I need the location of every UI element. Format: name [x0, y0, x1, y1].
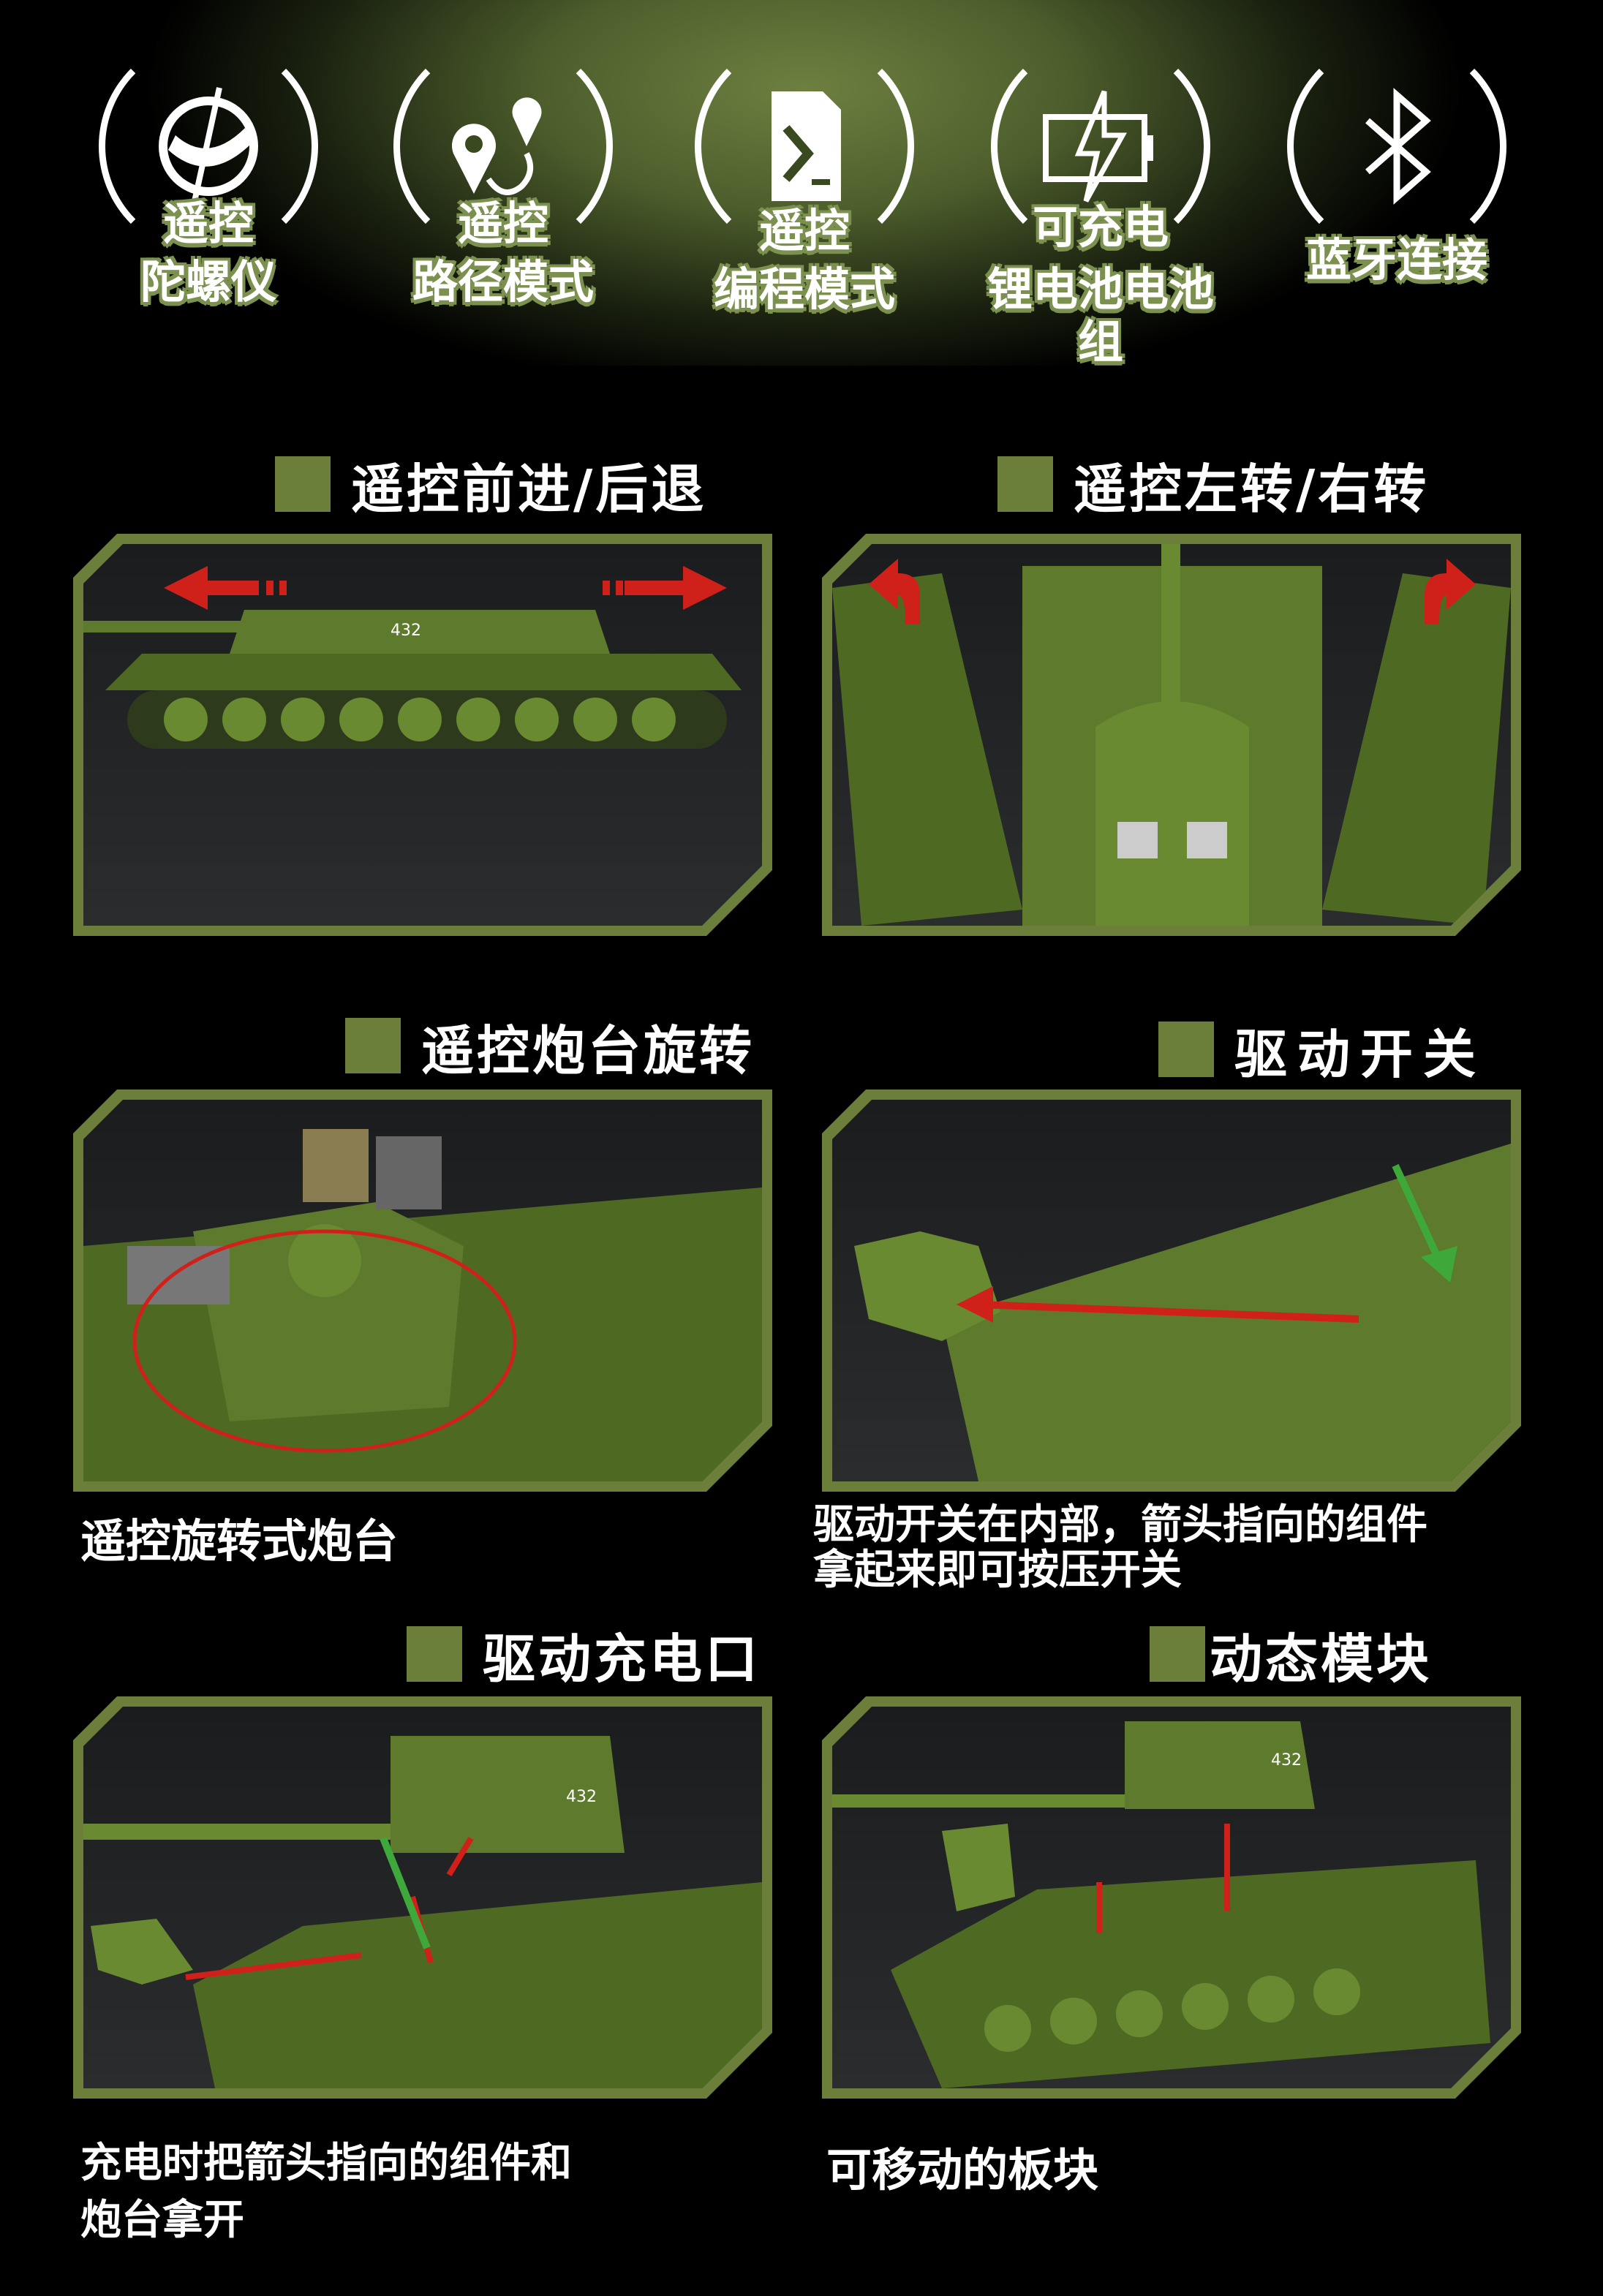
feature-label: 陀螺仪 — [140, 255, 276, 309]
arrow-turn-left-icon — [869, 559, 920, 624]
feature-programming: 遥控 编程模式 — [684, 22, 925, 344]
feature-label: 遥控 — [758, 204, 850, 257]
section-heading: 遥控前进/后退 — [275, 455, 706, 520]
panel-forward-backward: 432 — [73, 534, 772, 936]
tank-number: 432 — [566, 1788, 597, 1806]
section-heading: 遥控左转/右转 — [997, 455, 1429, 520]
removable-block — [854, 1231, 1000, 1341]
caption: 充电时把箭头指向的组件和炮台拿开 — [80, 2135, 572, 2249]
section-title: 遥控左转/右转 — [1074, 458, 1430, 520]
panel-turn-left-right — [822, 534, 1521, 936]
programming-file-icon — [772, 91, 841, 201]
caption-line: 炮台拿开 — [80, 2197, 244, 2244]
section-title: 遥控炮台旋转 — [421, 1019, 755, 1081]
turret-image — [83, 1100, 762, 1481]
bullet-square — [275, 456, 331, 512]
tank-number: 432 — [1271, 1751, 1302, 1770]
caption-line: 充电时把箭头指向的组件和 — [80, 2140, 572, 2187]
feature-banner: 遥控 陀螺仪 遥控 路径模式 遥控 编程模式 可充电 锂电池电池组 蓝牙连接 — [0, 0, 1603, 369]
section-title: 驱动充电口 — [483, 1628, 761, 1690]
rotation-arrow-icon — [135, 1231, 515, 1451]
section-title: 驱动开关 — [1234, 1023, 1487, 1085]
arrow-green-icon — [383, 1838, 427, 1948]
panel-drive-switch — [822, 1090, 1521, 1492]
route-pin-icon — [452, 97, 542, 195]
caption: 驱动开关在内部，箭头指向的组件拿起来即可按压开关 — [813, 1503, 1427, 1593]
bullet-square — [1158, 1022, 1214, 1077]
section-heading: 遥控炮台旋转 — [345, 1016, 755, 1081]
section-heading: 驱动开关 — [1158, 1020, 1486, 1085]
panel-dynamic-module: 432 — [822, 1696, 1521, 2099]
section-heading: 驱动充电口 — [407, 1625, 761, 1690]
ring-decoration — [991, 37, 1210, 256]
caption: 可移动的板块 — [826, 2143, 1099, 2197]
caption: 遥控旋转式炮台 — [80, 1514, 399, 1568]
feature-label: 路径模式 — [412, 255, 594, 309]
panel-charging-port: 432 — [73, 1696, 772, 2099]
tank-side-image: 432 — [83, 544, 762, 926]
feature-label: 遥控 — [457, 197, 548, 250]
arrow-red-icon — [978, 1304, 1359, 1319]
feature-battery: 可充电 锂电池电池组 — [980, 22, 1221, 369]
tank-number: 432 — [391, 622, 421, 640]
ring-decoration — [99, 37, 318, 256]
caption-line: 拿起来即可按压开关 — [813, 1547, 1182, 1594]
bullet-square — [997, 456, 1053, 512]
panel-turret-rotation — [73, 1090, 772, 1492]
dynamic-module-image: 432 — [832, 1707, 1511, 2088]
ring-decoration — [393, 37, 613, 256]
arrow-right-icon — [625, 566, 727, 610]
feature-label: 遥控 — [162, 197, 254, 250]
section-title: 动态模块 — [1210, 1628, 1433, 1690]
charging-image: 432 — [83, 1707, 762, 2088]
bluetooth-icon — [1365, 88, 1431, 205]
feature-route: 遥控 路径模式 — [382, 22, 624, 344]
ring-decoration — [1287, 37, 1506, 256]
feature-label: 编程模式 — [713, 263, 895, 316]
bullet-square — [407, 1626, 462, 1682]
section-heading: 动态模块 — [1150, 1625, 1432, 1690]
battery-charging-icon — [1043, 90, 1153, 203]
arrow-green-icon — [1395, 1166, 1439, 1261]
arrow-red-icon — [186, 1955, 361, 1977]
arrow-left-icon — [164, 566, 259, 610]
drive-switch-image — [832, 1100, 1511, 1481]
gyroscope-icon — [159, 87, 258, 205]
ring-decoration — [695, 37, 914, 256]
feature-label: 锂电池电池组 — [987, 263, 1214, 369]
feature-label: 蓝牙连接 — [1305, 233, 1487, 287]
caption-line: 驱动开关在内部，箭头指向的组件 — [813, 1501, 1427, 1549]
feature-gyroscope: 遥控 陀螺仪 — [88, 22, 329, 344]
bullet-square — [345, 1018, 401, 1073]
feature-label: 可充电 — [1032, 200, 1169, 254]
tank-top-image — [832, 544, 1511, 926]
bullet-square — [1150, 1626, 1205, 1682]
section-title: 遥控前进/后退 — [351, 458, 707, 520]
feature-bluetooth: 蓝牙连接 — [1276, 22, 1517, 344]
arrow-turn-right-icon — [1425, 559, 1476, 624]
blurred-area — [303, 1129, 369, 1202]
